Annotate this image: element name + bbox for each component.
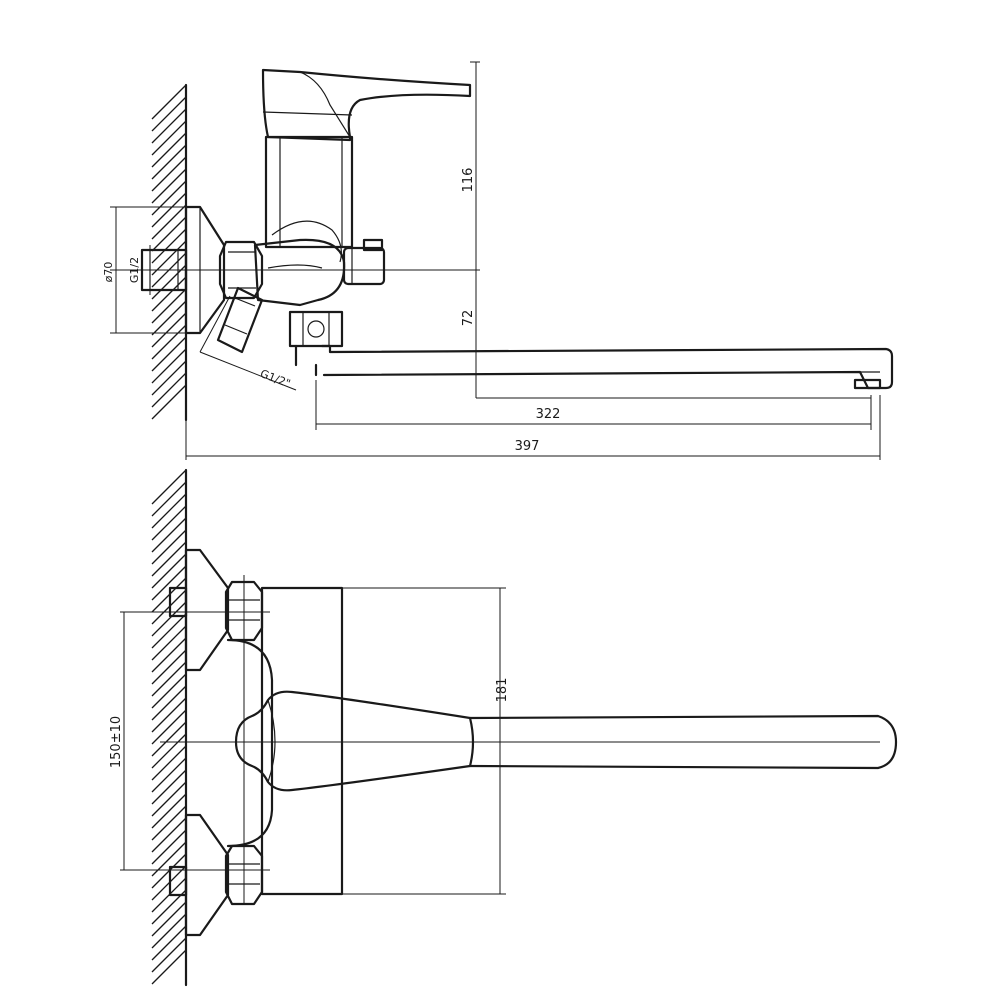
hatch-line	[151, 817, 187, 853]
hatch-line	[151, 769, 187, 805]
hatch-line	[151, 360, 187, 396]
hatch-line	[151, 721, 187, 757]
side-spout	[314, 344, 894, 390]
hatch-line	[151, 913, 187, 949]
hatch-line	[151, 192, 187, 228]
hatch-line	[151, 925, 187, 961]
front-dimension-lines	[120, 575, 880, 905]
dim-397-label: 397	[515, 439, 540, 454]
side-view: 116 72 322 397 ø70 G1/2 G1/2"	[102, 61, 894, 460]
side-dimension-lines	[115, 62, 880, 457]
hatch-line	[151, 613, 187, 649]
hatch-line	[151, 529, 187, 565]
hatch-line	[151, 228, 187, 264]
dim-150-label: 150±10	[109, 716, 124, 768]
side-lever-handle[interactable]	[261, 68, 472, 142]
hatch-line	[151, 949, 187, 985]
dim-outlet-thread-label: G1/2"	[258, 367, 292, 390]
hatch-line	[151, 144, 187, 180]
hatch-line	[151, 649, 187, 685]
side-valve-body	[253, 135, 354, 307]
hatch-line	[151, 204, 187, 240]
hatch-line	[151, 108, 187, 144]
hatch-line	[151, 469, 187, 505]
hatch-line	[151, 168, 187, 204]
hatch-line	[151, 601, 187, 637]
dim-72-label: 72	[461, 310, 476, 327]
hatch-line	[151, 180, 187, 216]
hatch-line	[151, 565, 187, 601]
hatch-line	[151, 901, 187, 937]
side-connector-nut	[218, 240, 264, 300]
hatch-line	[151, 685, 187, 721]
side-angled-thread	[216, 286, 264, 354]
hatch-line	[151, 96, 187, 132]
hatch-line	[151, 216, 187, 252]
hatch-line	[151, 661, 187, 697]
hatch-line	[151, 733, 187, 769]
hatch-line	[151, 481, 187, 517]
hatch-line	[151, 324, 187, 360]
hatch-line	[151, 673, 187, 709]
side-dimension-labels: 116 72 322 397 ø70 G1/2 G1/2"	[102, 168, 560, 454]
hatch-line	[151, 937, 187, 973]
hatch-line	[151, 336, 187, 372]
dim-322-label: 322	[536, 407, 561, 422]
hatch-line	[151, 312, 187, 348]
hatch-line	[151, 372, 187, 408]
hatch-line	[151, 757, 187, 793]
hatch-line	[151, 697, 187, 733]
hatch-line	[151, 637, 187, 673]
hatch-line	[151, 709, 187, 745]
hatch-line	[151, 156, 187, 192]
front-valve-body	[226, 586, 344, 896]
hatch-line	[151, 805, 187, 841]
dim-inlet-thread-label: G1/2	[128, 257, 141, 283]
hatch-line	[151, 348, 187, 384]
hatch-line	[151, 781, 187, 817]
hatch-line	[151, 132, 187, 168]
hatch-line	[151, 745, 187, 781]
hatch-line	[151, 553, 187, 589]
dim-116-label: 116	[461, 168, 476, 193]
front-spout	[468, 714, 898, 770]
hatch-line	[151, 517, 187, 553]
dim-flange-diameter-label: ø70	[102, 262, 115, 283]
hatch-line	[151, 625, 187, 661]
side-diverter-knob	[342, 238, 386, 286]
front-wall-hatch	[151, 468, 188, 987]
hatch-line	[151, 276, 187, 312]
side-spout-nut	[288, 310, 344, 367]
hatch-line	[151, 240, 187, 276]
front-bottom-flange	[168, 813, 230, 937]
hatch-line	[151, 541, 187, 577]
hatch-line	[151, 84, 187, 120]
side-wall-hatch	[151, 83, 188, 422]
hatch-line	[151, 264, 187, 300]
hatch-line	[151, 505, 187, 541]
hatch-line	[151, 120, 187, 156]
hatch-line	[151, 300, 187, 336]
side-centre-lines	[110, 61, 881, 460]
hatch-line	[151, 493, 187, 529]
hatch-line	[151, 829, 187, 865]
hatch-line	[151, 793, 187, 829]
front-view: 181 150±10	[109, 468, 898, 987]
hatch-line	[151, 288, 187, 324]
hatch-line	[151, 384, 187, 420]
front-dimension-labels: 181 150±10	[109, 678, 510, 769]
dim-181-label: 181	[495, 678, 510, 703]
